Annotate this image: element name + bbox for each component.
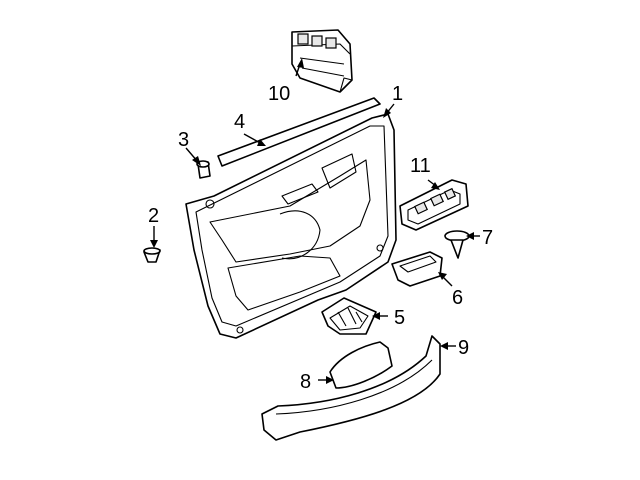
callout-7: 7: [482, 227, 493, 249]
part-5-bracket: [321, 297, 377, 335]
part-6-pull-cup: [391, 251, 443, 287]
callout-8: 8: [300, 371, 311, 393]
part-1-door-panel: [185, 113, 397, 339]
callout-4: 4: [234, 111, 245, 133]
part-10-switch-assembly: [291, 29, 353, 93]
callout-3: 3: [178, 129, 189, 151]
part-3-clip: [196, 160, 211, 179]
callout-11: 11: [410, 155, 431, 177]
part-9-lower-trim: [261, 335, 441, 441]
part-8-armrest-pad: [329, 341, 393, 389]
part-7-push-pin: [444, 230, 470, 259]
callout-2: 2: [148, 205, 159, 227]
callout-10: 10: [268, 83, 290, 105]
callout-9: 9: [458, 337, 469, 359]
part-2-fastener: [143, 247, 161, 263]
callout-1: 1: [392, 83, 403, 105]
part-11-switch-bezel: [399, 179, 469, 231]
callout-5: 5: [394, 307, 405, 329]
leader-lines: [150, 58, 480, 384]
callout-6: 6: [452, 287, 463, 309]
part-4-weatherstrip: [217, 97, 381, 167]
